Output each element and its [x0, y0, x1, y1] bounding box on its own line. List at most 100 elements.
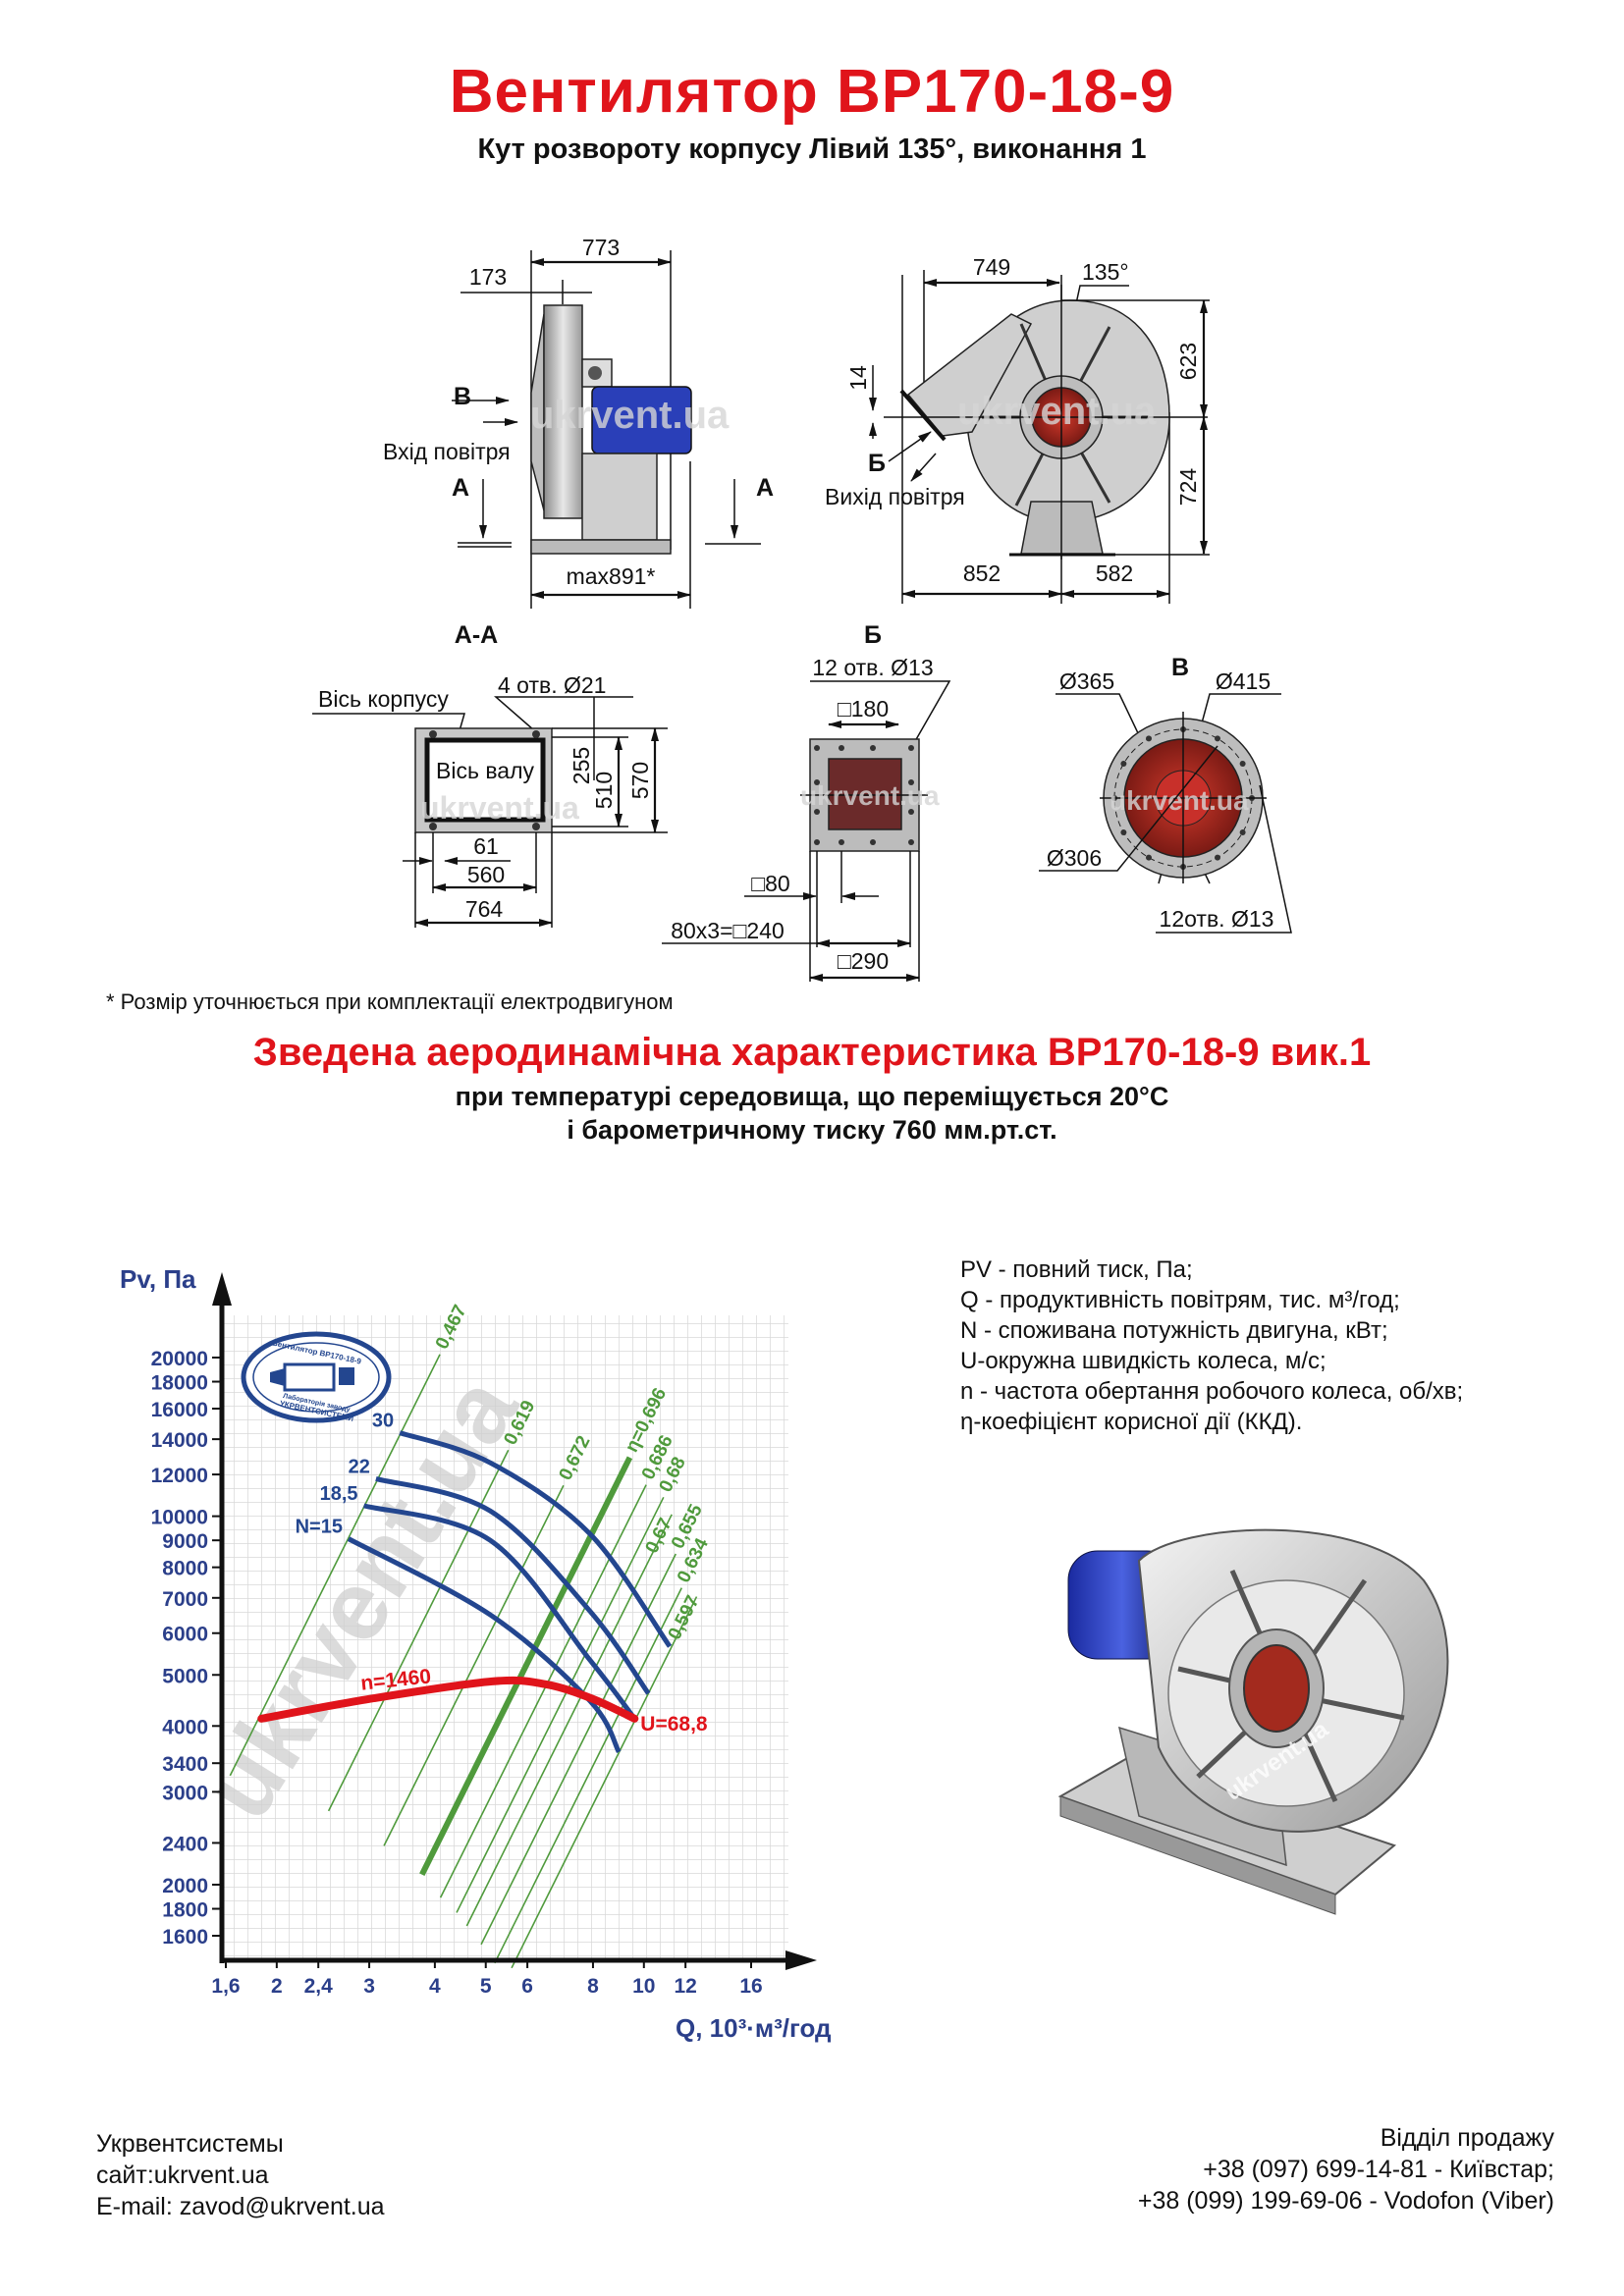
bolt-hole — [1215, 854, 1220, 861]
front-view: 749 135° ukrvent.ua 623 724 14 Б Вихід п… — [825, 254, 1210, 604]
dim-255: 255 — [568, 747, 594, 784]
bolt-hole — [1239, 761, 1246, 767]
outlet-flange-b: Б 12 отв. Ø13 □180 ukrvent.ua □80 80x3=□… — [662, 621, 951, 982]
flange-v-title: В — [1171, 654, 1189, 681]
dim-570: 570 — [627, 762, 653, 799]
bolt-hole — [1120, 829, 1127, 835]
x-tick-label: 5 — [480, 1975, 492, 1998]
flange-b-title: Б — [864, 621, 882, 649]
y-tick-label: 3400 — [162, 1753, 208, 1776]
dim-173: 173 — [469, 264, 507, 290]
legend-rpm: n - частота обертання робочого колеса, о… — [960, 1378, 1464, 1405]
x-tick-label: 2,4 — [304, 1975, 334, 1998]
efficiency-line — [494, 1587, 682, 1964]
power-curve-label: 18,5 — [320, 1483, 358, 1505]
efficiency-line — [327, 1449, 510, 1812]
y-axis-label: Pv, Па — [120, 1264, 196, 1294]
fan-inlet — [1243, 1644, 1310, 1733]
efficiency-line — [229, 1354, 441, 1777]
aero-conditions-temperature: при температурі середовища, що переміщує… — [455, 1082, 1169, 1111]
y-tick-label: 1600 — [162, 1926, 208, 1949]
y-tick-label: 4000 — [162, 1716, 208, 1738]
y-tick-label: 2400 — [162, 1833, 208, 1855]
power-curve-label: N=15 — [296, 1517, 343, 1538]
d365: Ø365 — [1059, 668, 1114, 694]
d306: Ø306 — [1047, 845, 1102, 871]
legend-u: U-окружна швидкість колеса, м/с; — [960, 1348, 1326, 1374]
inlet-flange-v: В Ø365 Ø415 ukrvent.ua Ø306 12отв. Ø13 — [1039, 654, 1292, 934]
flange-opening — [828, 758, 902, 830]
phone-vodafone[interactable]: +38 (099) 199-69-06 - Vodofon (Viber) — [1137, 2187, 1554, 2215]
y-axis-arrow — [212, 1272, 232, 1306]
y-tick-label: 5000 — [162, 1665, 208, 1687]
bolt-hole — [1120, 761, 1127, 767]
company-name: Укрвентсистемы — [96, 2130, 284, 2158]
x-tick-label: 2 — [271, 1975, 283, 1998]
efficiency-line — [480, 1553, 677, 1946]
power-curve-label: 30 — [372, 1411, 394, 1432]
efficiency-line — [456, 1496, 665, 1913]
section-a-left: А — [452, 474, 469, 502]
x-tick-label: 10 — [632, 1975, 655, 1998]
dim-773: 773 — [582, 235, 620, 260]
section-a-right: А — [756, 474, 774, 502]
dim-180: □180 — [838, 696, 889, 721]
page-title: Вентилятор ВР170-18-9 — [449, 58, 1175, 126]
y-tick-label: 18000 — [151, 1372, 208, 1395]
efficiency-line — [419, 1456, 633, 1877]
x-tick-label: 16 — [739, 1975, 762, 1998]
dim-582: 582 — [1096, 561, 1133, 586]
dim-749: 749 — [973, 254, 1010, 280]
power-curve — [362, 1503, 637, 1721]
power-curve — [375, 1475, 651, 1695]
body-axis-label: Вісь корпусу — [318, 686, 449, 712]
bolt-hole — [1215, 735, 1220, 742]
y-tick-label: 2000 — [162, 1875, 208, 1897]
shaft-axis-label: Вісь валу — [436, 758, 534, 783]
angle-135: 135° — [1082, 259, 1129, 285]
bolt-hole — [1146, 854, 1152, 861]
x-tick-label: 12 — [674, 1975, 696, 1998]
y-tick-label: 16000 — [151, 1399, 208, 1421]
dim-61: 61 — [473, 833, 499, 859]
sales-department: Відділ продажу — [1380, 2124, 1554, 2152]
frame-support — [581, 453, 658, 541]
dim-14: 14 — [845, 365, 871, 391]
footnote: * Розмір уточнюється при комплектації ел… — [106, 989, 674, 1014]
technical-drawings: 773 173 ukrvent.ua max891* В Вхід повітр… — [312, 235, 1292, 982]
y-tick-label: 12000 — [151, 1465, 208, 1487]
legend-pv: PV - повний тиск, Па; — [960, 1256, 1193, 1283]
dim-623: 623 — [1175, 343, 1201, 380]
aero-conditions-pressure: і барометричному тиску 760 мм.рт.ст. — [567, 1115, 1057, 1145]
bolt-hole — [1239, 829, 1246, 835]
y-tick-label: 3000 — [162, 1782, 208, 1804]
dim-764: 764 — [465, 896, 504, 922]
email-link[interactable]: E-mail: zavod@ukrvent.ua — [96, 2193, 385, 2220]
chart-grid — [224, 1315, 788, 1960]
watermark: ukrvent.ua — [957, 390, 1157, 433]
air-inlet-label: Вхід повітря — [383, 439, 511, 464]
phone-kyivstar[interactable]: +38 (097) 699-14-81 - Київстар; — [1203, 2156, 1554, 2183]
watermark: ukrvent.ua — [530, 394, 730, 437]
legend-n: N - споживана потужність двигуна, кВт; — [960, 1317, 1388, 1344]
y-tick-label: 14000 — [151, 1429, 208, 1452]
y-tick-label: 8000 — [162, 1558, 208, 1580]
section-a-a: А-А Вісь корпусу 4 отв. Ø21 Вісь валу uk… — [312, 621, 668, 928]
website-link[interactable]: сайт:ukrvent.ua — [96, 2162, 269, 2189]
legend-efficiency: η-коефіцієнт корисної дії (ККД). — [960, 1409, 1303, 1435]
dim-240: 80x3=□240 — [671, 918, 785, 943]
base-plate — [530, 539, 672, 555]
dim-290: □290 — [838, 948, 889, 974]
tip-speed-label: U=68,8 — [640, 1713, 708, 1735]
power-curve-label: 22 — [349, 1456, 370, 1477]
air-outlet-label: Вихід повітря — [825, 484, 965, 509]
dim-852: 852 — [963, 561, 1001, 586]
flange-bolt-holes — [814, 745, 914, 845]
label-v: В — [454, 383, 471, 410]
watermark: ukrvent.ua — [800, 780, 940, 811]
dim-max891: max891* — [567, 563, 656, 589]
section-aa-title: А-А — [455, 621, 498, 649]
flange-v-holes: 12отв. Ø13 — [1160, 906, 1274, 932]
y-tick-label: 9000 — [162, 1530, 208, 1553]
watermark: ukrvent.ua — [420, 790, 579, 826]
